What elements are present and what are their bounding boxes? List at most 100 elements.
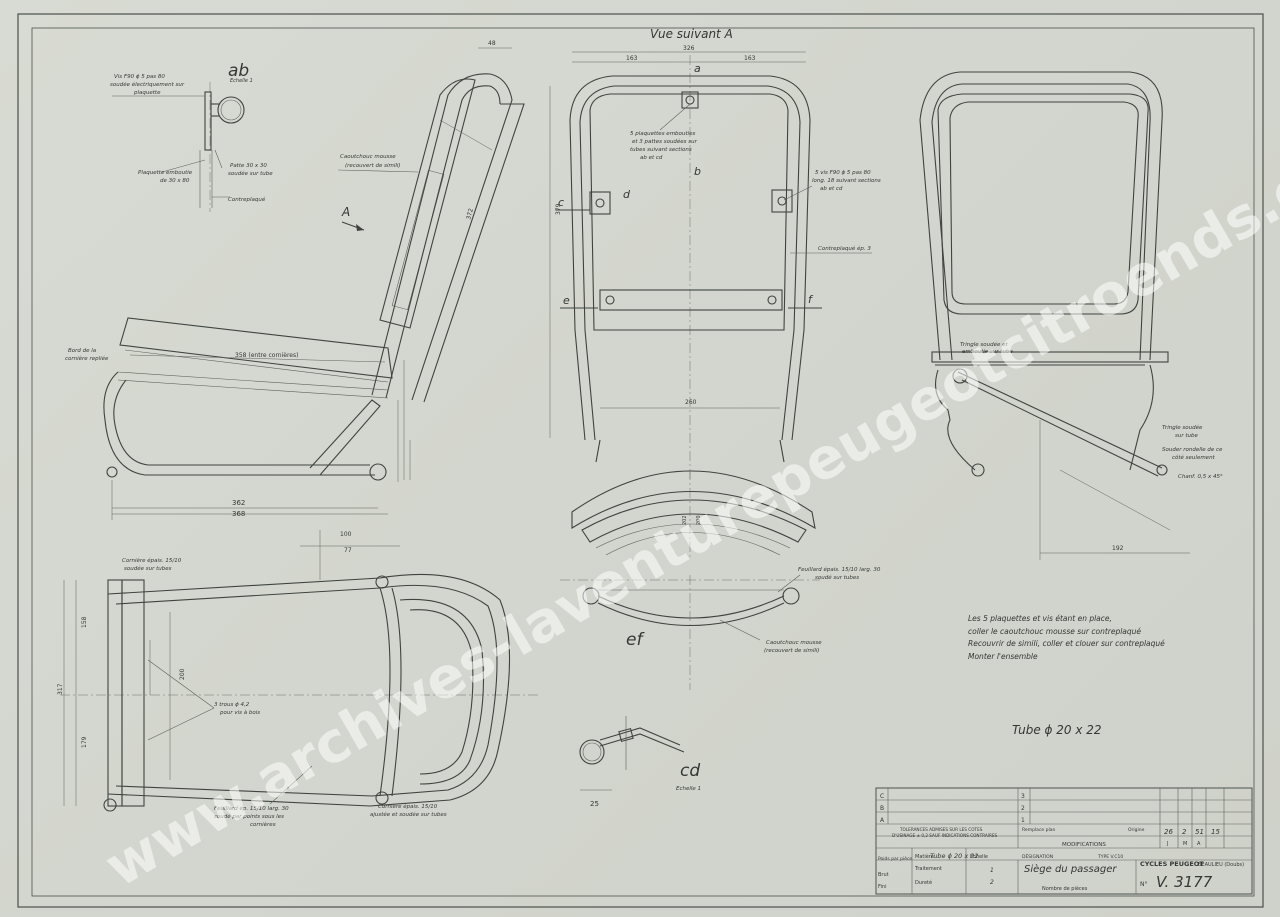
feuillard-3: cornières: [250, 821, 276, 828]
trous-note-2: pour vis à bois: [219, 709, 260, 716]
cinq-plaquettes-3: tubes suivant sections: [630, 147, 692, 153]
echelle-1: 1: [990, 867, 994, 874]
durete-label: Dureté: [915, 879, 932, 886]
souder-1: Souder rondelle de ce: [1162, 447, 1223, 453]
vis-note: Vis F90 ϕ 5 pas 80: [114, 74, 165, 80]
dim-48: 48: [488, 40, 496, 47]
matiere-label: Matière: [915, 853, 934, 860]
note-line-3: Recouvrir de simili, coller et clouer su…: [968, 639, 1165, 648]
cd-label: cd: [680, 761, 700, 781]
row-1: 1: [1021, 817, 1025, 824]
matiere-value: Tube ϕ 20 x 22: [930, 852, 979, 860]
vis-note-3: plaquette: [133, 90, 161, 96]
modifications-label: MODIFICATIONS: [1062, 842, 1106, 848]
row-c: C: [880, 793, 884, 800]
seat-curve-section: 200 202: [571, 470, 816, 560]
tolerances-1: TOLERANCES ADMISES SUR LES COTES: [899, 827, 983, 832]
dim-260: 260: [685, 399, 697, 406]
dim-163b: 163: [744, 55, 756, 62]
corniere-2-2: ajustée et soudée sur tubes: [370, 811, 447, 818]
cinq-plaquettes-1: 5 plaquettes embouties: [630, 131, 695, 137]
section-ef: ef Feuillard épais. 15/10 larg. 30 soudé…: [560, 566, 881, 690]
plan-view: 100 77 317 158 179 200 Cornière épais. 1…: [57, 530, 540, 828]
tube-spec: Tube ϕ 20 x 22: [1012, 723, 1102, 737]
tringle-soudee-1: Tringle soudée: [1162, 424, 1203, 431]
hdr-m: M: [1183, 841, 1187, 847]
arrow-a-label: A: [341, 205, 350, 219]
dim-326: 326: [683, 45, 695, 52]
brut-label: Brut: [878, 872, 889, 878]
caoutchouc-ef: Caoutchouc mousse: [766, 640, 822, 646]
fini-label: Fini: [878, 884, 886, 890]
number-label: N°: [1140, 881, 1148, 888]
dim-158: 158: [81, 616, 88, 628]
date-a: 51: [1195, 828, 1204, 836]
dim-200: 200: [696, 515, 702, 525]
caoutchouc-note-2: (recouvert de simili): [345, 163, 401, 169]
contreplaque-note: Contreplaqué: [228, 196, 266, 203]
feuillard-ef-2: soudé sur tubes: [815, 574, 859, 581]
front-view-a: Vue suivant A 326 163 163 379 260 a b c: [549, 27, 881, 480]
caoutchouc-note: Caoutchouc mousse: [340, 154, 396, 160]
date-j: 26: [1164, 828, 1173, 836]
bord-note-2: cornière repliée: [65, 355, 109, 362]
sec-b: b: [694, 165, 701, 178]
dim-192: 192: [1112, 545, 1124, 552]
ab-label: ab: [228, 61, 249, 81]
trous-note: 3 trous ϕ 4,2: [214, 702, 250, 708]
dim-163a: 163: [626, 55, 638, 62]
cinq-vis-3: ab et cd: [820, 186, 843, 192]
contreplaque-ep: Contreplaqué ép. 3: [818, 245, 871, 252]
row-b: B: [880, 805, 884, 812]
company-name: CYCLES PEUGEOT: [1140, 860, 1204, 868]
dim-358: 358 (entre cornières): [235, 352, 298, 359]
dim-plan-200: 200: [179, 668, 186, 680]
hdr-j: J: [1166, 841, 1168, 847]
title-block: C B A 3 2 1 TOLERANCES ADMISES SUR LES C…: [875, 787, 1253, 895]
dim-379: 379: [555, 203, 562, 215]
type-label: TYPE V.C10: [1097, 854, 1123, 860]
hdr-a: A: [1197, 841, 1201, 847]
date-m: 2: [1182, 828, 1187, 836]
souder-2: côté seulement: [1172, 454, 1216, 461]
row-3: 3: [1021, 793, 1025, 800]
echelle-label: Echelle: [970, 854, 988, 860]
cinq-vis-1: 5 vis F90 ϕ 5 pas 80: [815, 170, 871, 176]
drawing-number: V. 3177: [1156, 873, 1213, 891]
plaquette-dim: de 30 x 80: [160, 178, 190, 184]
assembly-notes: Les 5 plaquettes et vis étant en place, …: [968, 614, 1165, 737]
traitement-label: Traitement: [914, 866, 942, 872]
cinq-plaquettes-2: et 3 pattes soudées sur: [632, 138, 698, 145]
watermark-text: www.archives-laventurepeugeotcitroends.c…: [95, 107, 1280, 900]
section-ab: ab Echelle 1 Vis F90 ϕ 5 pas 80 soudée é…: [110, 61, 273, 212]
plaquette-note: Plaquette emboutie: [138, 170, 193, 176]
sec-a: a: [694, 62, 701, 75]
tringle-2: emboutie sur tube: [962, 349, 1013, 355]
bord-note: Bord de la: [68, 348, 97, 354]
note-line-4: Monter l'ensemble: [968, 652, 1038, 661]
side-view: 48 358 (entre cornières) 362 368 372 Bor…: [65, 40, 525, 520]
patte-note-2: soudée sur tube: [228, 170, 273, 177]
poids-label: Poids par pièce: [878, 855, 912, 862]
designation-label: DÉSIGNATION: [1022, 852, 1053, 860]
sec-d: d: [623, 188, 631, 201]
date-x: 15: [1211, 828, 1220, 836]
feuillard-2: soudé par points sous les: [214, 813, 284, 820]
patte-note: Patte 30 x 30: [230, 163, 267, 169]
dim-202: 202: [682, 515, 688, 525]
company-location: BEAULIEU (Doubs): [1198, 862, 1244, 868]
sec-e: e: [563, 294, 570, 307]
feuillard-ef-1: Feuillard épais. 15/10 larg. 30: [798, 566, 881, 573]
chanf-note: Chanf. 0,5 x 45°: [1178, 474, 1223, 480]
corniere-note: Cornière épais. 15/10: [122, 557, 182, 564]
nombre-label: Nombre de pièces: [1042, 885, 1088, 892]
cinq-plaquettes-4: ab et cd: [640, 155, 663, 161]
dim-368: 368: [232, 510, 245, 518]
origine-label: Origine: [1128, 827, 1145, 833]
designation-value: Siège du passager: [1024, 863, 1117, 875]
rear-view: 192 Tringle soudée et emboutie sur tube …: [919, 71, 1223, 560]
outer-border: [17, 13, 1264, 908]
ef-label: ef: [626, 630, 645, 650]
